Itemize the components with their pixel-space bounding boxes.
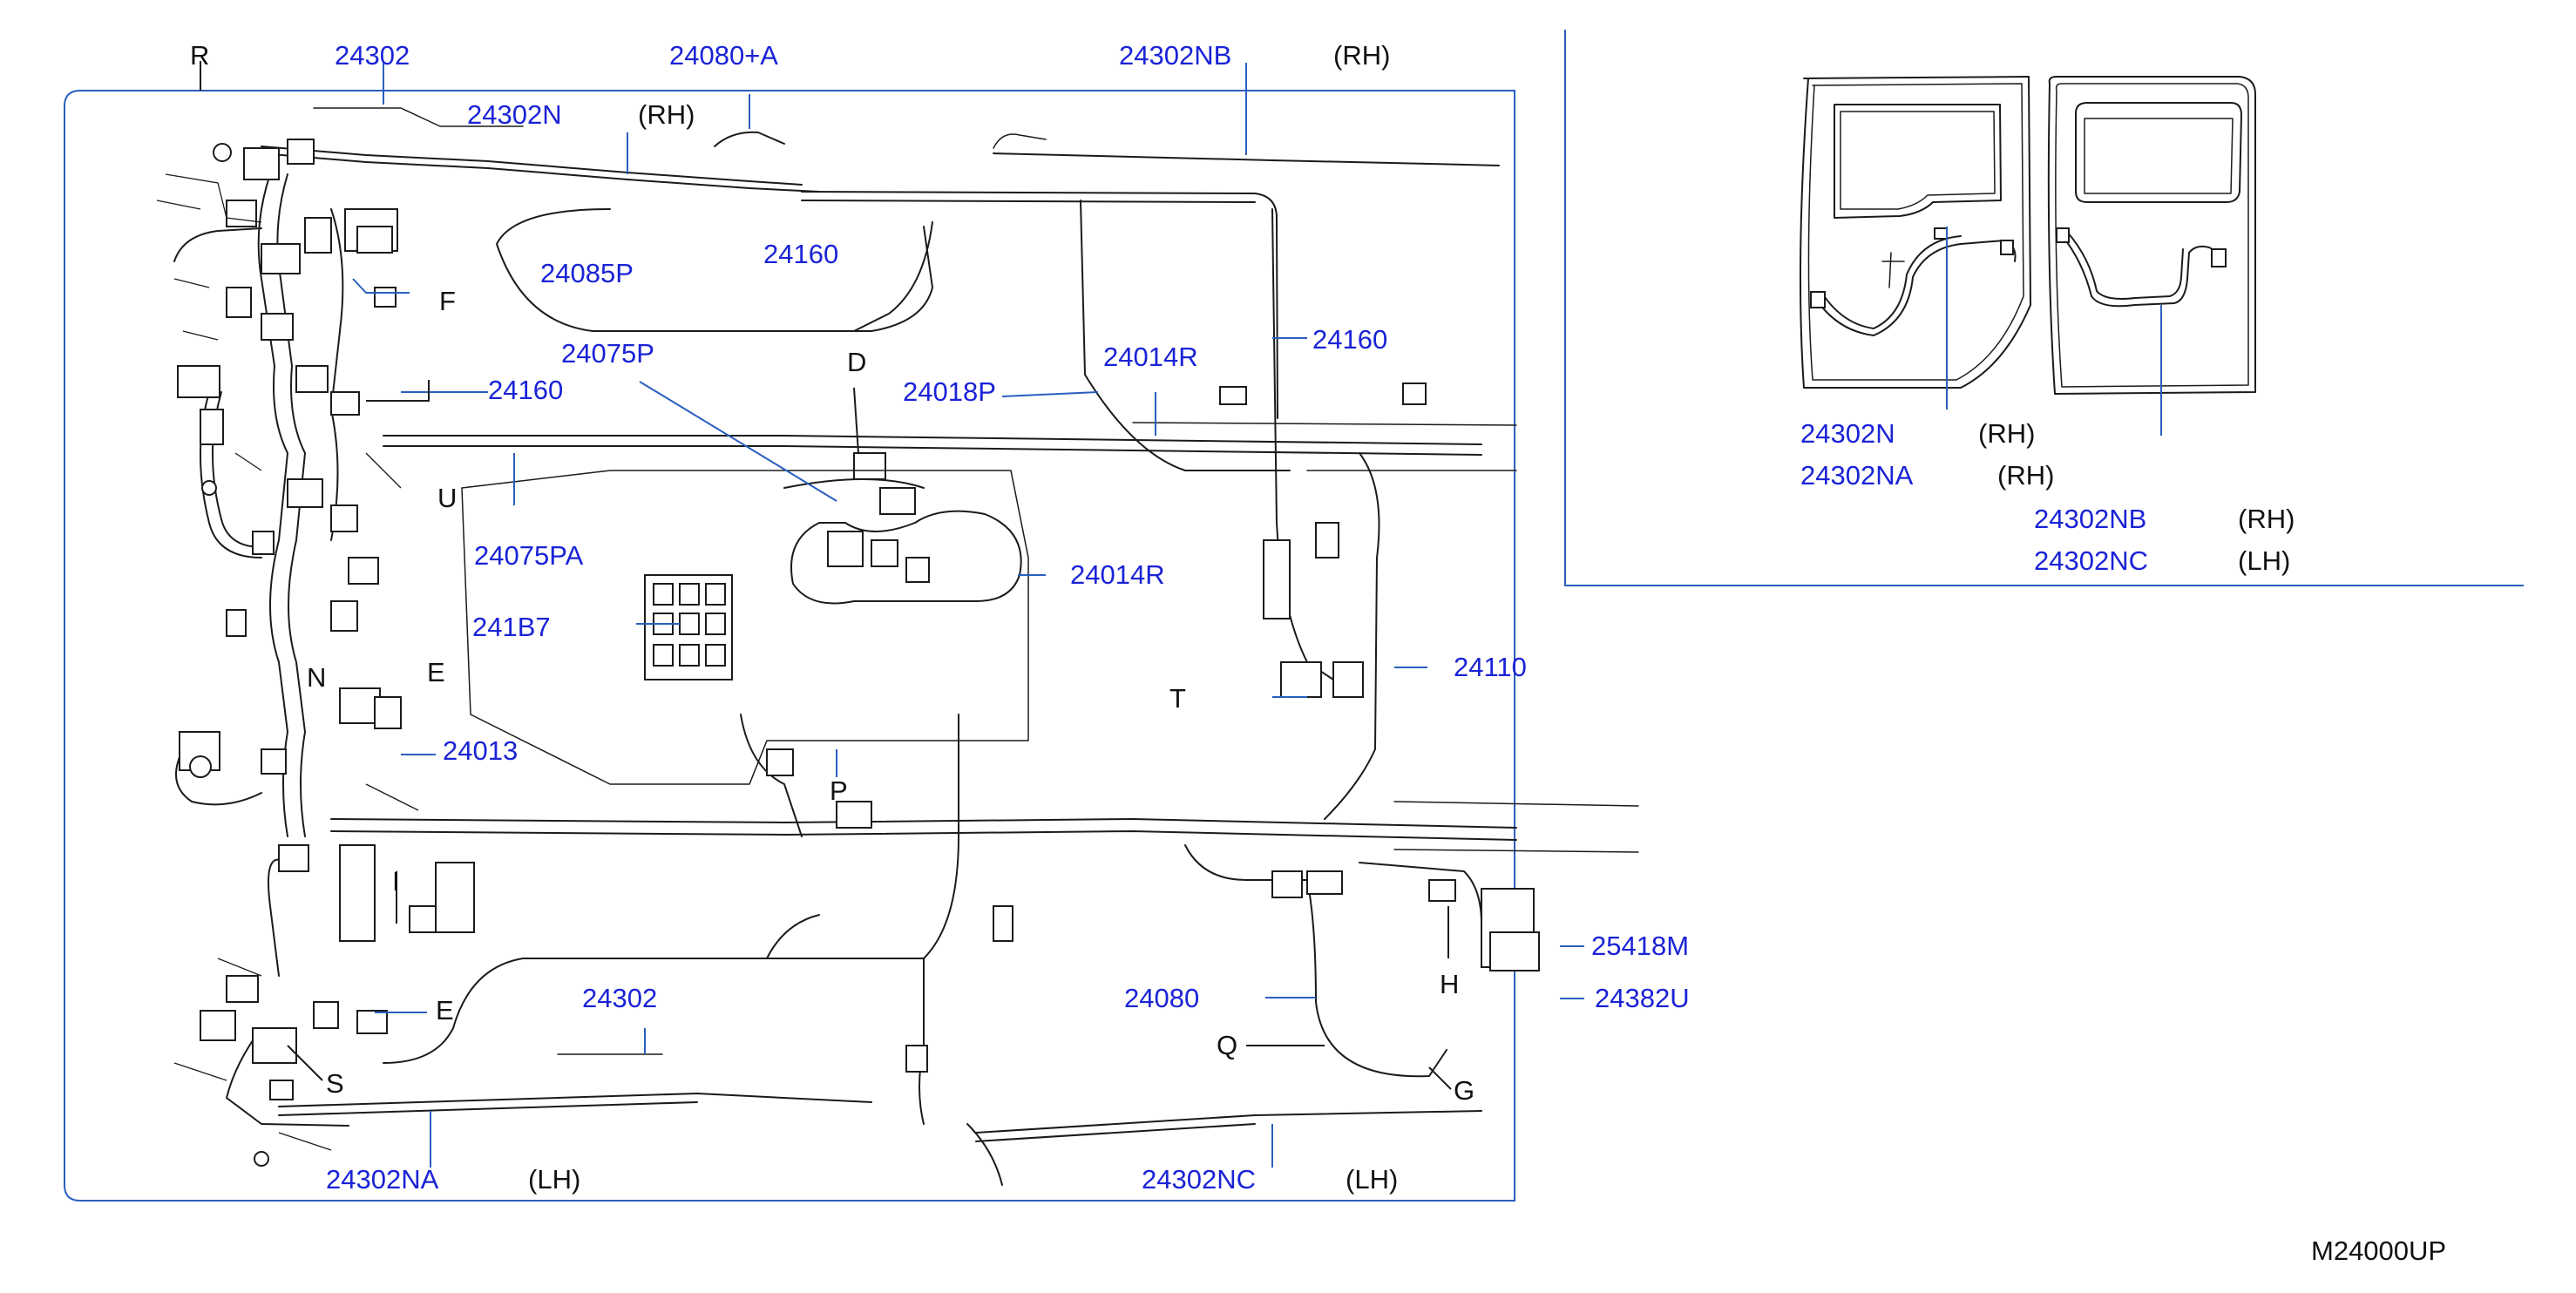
harness-upper-trunk	[383, 200, 1517, 471]
part-24110[interactable]: 24110	[1454, 652, 1527, 682]
callout-P: P	[830, 775, 848, 806]
part-24013[interactable]: 24013	[443, 735, 518, 766]
lh-note-nc-bottom: (LH)	[1346, 1164, 1398, 1195]
connector-cluster-left	[156, 139, 475, 1167]
main-frame	[64, 90, 1515, 1202]
harness-top-rails	[261, 107, 1500, 419]
callout-F: F	[439, 286, 456, 316]
inset-rh-na: (RH)	[1997, 460, 2054, 491]
part-25418M[interactable]: 25418M	[1591, 931, 1689, 961]
rh-note-n-top: (RH)	[638, 99, 695, 130]
callout-D: D	[847, 347, 866, 377]
leader-lines	[200, 61, 2162, 1168]
inset-lh-nc: (LH)	[2238, 545, 2290, 576]
callout-T: T	[1169, 683, 1186, 714]
callout-R: R	[190, 40, 209, 71]
harness-bottom-rails	[278, 1053, 1482, 1186]
callout-S: S	[326, 1068, 344, 1099]
callout-N: N	[307, 662, 326, 693]
part-24382U[interactable]: 24382U	[1595, 983, 1690, 1013]
harness-right-column	[1219, 208, 1427, 820]
part-24080[interactable]: 24080	[1124, 983, 1199, 1013]
callout-Q: Q	[1217, 1030, 1237, 1060]
inset-part-24302NA[interactable]: 24302NA	[1800, 460, 1914, 491]
inset-part-24302N[interactable]: 24302N	[1800, 418, 1895, 449]
part-24080A[interactable]: 24080+A	[669, 40, 778, 71]
lh-note-na-bottom: (LH)	[528, 1164, 580, 1195]
part-number-labels: 24302 24080+A 24302NB (RH) 24302N (RH) 2…	[326, 40, 1690, 1195]
part-24075P[interactable]: 24075P	[561, 338, 654, 369]
callout-E: E	[436, 995, 454, 1026]
callout-G: G	[1454, 1075, 1474, 1106]
inset-part-24302NC[interactable]: 24302NC	[2034, 545, 2148, 576]
figure-id: M24000UP	[2311, 1235, 2446, 1266]
harness-lower-trunk	[330, 714, 1639, 1125]
inset-rh-n: (RH)	[1978, 418, 2035, 449]
part-24075PA[interactable]: 24075PA	[474, 540, 584, 571]
part-24014R-lower[interactable]: 24014R	[1070, 559, 1165, 590]
part-24160-upper[interactable]: 24160	[763, 239, 838, 269]
inset-labels: 24302N (RH) 24302NA (RH) 24302NB (RH) 24…	[1800, 418, 2295, 576]
part-24302-bottom[interactable]: 24302	[582, 983, 657, 1013]
inset-part-24302NB[interactable]: 24302NB	[2034, 504, 2146, 534]
relay-block-241B7	[644, 574, 733, 680]
callout-E-mid: E	[427, 657, 445, 687]
part-241B7[interactable]: 241B7	[472, 612, 551, 642]
callout-H: H	[1440, 969, 1459, 999]
part-24302NA-bottom[interactable]: 24302NA	[326, 1164, 439, 1195]
rh-note-nb-top: (RH)	[1333, 40, 1390, 71]
part-24160-right[interactable]: 24160	[1312, 324, 1387, 355]
part-24014R-upper[interactable]: 24014R	[1103, 342, 1198, 372]
callout-I: I	[392, 866, 400, 897]
callout-letters: R D F U N E T P I E S H Q G	[190, 40, 1474, 1106]
inset-frame	[1564, 30, 2524, 586]
part-24085P[interactable]: 24085P	[540, 258, 634, 288]
part-24302NC-bottom[interactable]: 24302NC	[1142, 1164, 1256, 1195]
part-24302N-top[interactable]: 24302N	[467, 99, 562, 130]
rear-door-harness	[2047, 76, 2256, 395]
inset-rh-nb: (RH)	[2238, 504, 2295, 534]
part-24302NB-top[interactable]: 24302NB	[1119, 40, 1231, 71]
harness-center-cluster	[461, 452, 1029, 785]
callout-U: U	[437, 483, 457, 513]
part-24018P[interactable]: 24018P	[903, 376, 996, 407]
part-24302-top[interactable]: 24302	[335, 40, 410, 71]
part-24160-left[interactable]: 24160	[488, 375, 563, 405]
front-door-harness	[1800, 76, 2031, 389]
